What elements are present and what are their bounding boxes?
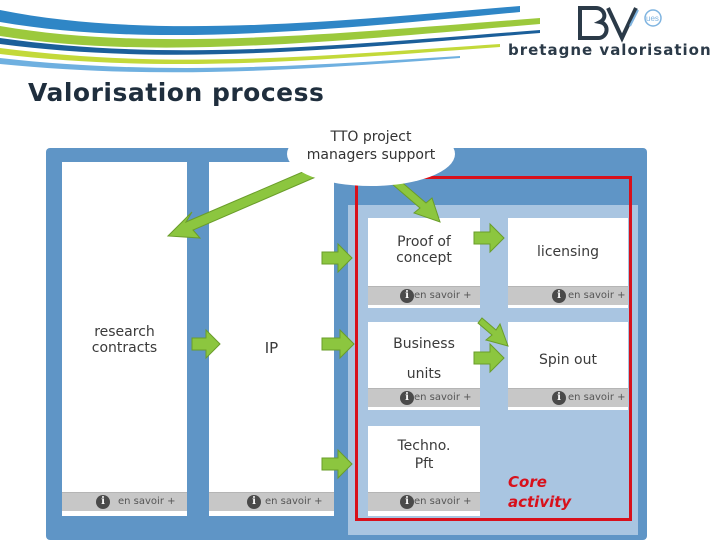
box-spin-out: Spin out i en savoir + [508,322,628,410]
business-label: Business [393,336,455,352]
research-contracts-label: research contracts [91,324,158,356]
info-icon[interactable]: i [96,495,110,509]
pft-label: Pft [414,456,434,472]
ip-label: IP [264,339,279,357]
en-savoir-plus-link[interactable]: en savoir + [265,496,323,507]
info-icon[interactable]: i [552,391,566,405]
box-techno-pft: Techno. Pft i en savoir + [368,426,480,516]
box-proof-of-concept: Proof of concept i en savoir + [368,218,480,308]
en-savoir-plus-link[interactable]: en savoir + [414,496,472,507]
en-savoir-plus-link[interactable]: en savoir + [414,392,472,403]
en-savoir-plus-link[interactable]: en savoir + [118,496,176,507]
techno-footer: i en savoir + [368,492,480,511]
proof-footer: i en savoir + [368,286,480,305]
techno-label: Techno. [397,438,451,454]
column-research-contracts: research contracts i en savoir + [62,162,187,516]
spinout-footer: i en savoir + [508,388,628,407]
licensing-footer: i en savoir + [508,286,628,305]
bretagne-valorisation-logo: ues [578,6,662,43]
activity-label: activity [508,493,572,511]
logo-wordmark: bretagne valorisation [508,41,712,59]
tto-support-bubble [287,122,455,186]
core-label: Core [508,473,547,491]
logo-superscript: ues [646,14,659,23]
column1-footer: i en savoir + [62,492,187,511]
proof-of-concept-label: Proof of concept [396,234,452,266]
en-savoir-plus-link[interactable]: en savoir + [568,392,626,403]
info-icon[interactable]: i [400,289,414,303]
core-activity-label: Core activity [508,472,571,512]
info-icon[interactable]: i [400,495,414,509]
spin-out-label: Spin out [539,352,597,368]
licensing-label: licensing [537,244,599,260]
tto-support-text: TTO project managers support [306,129,436,163]
core-activity-highlight [355,176,632,521]
column-ip: IP i en savoir + [209,162,334,516]
box-licensing: licensing i en savoir + [508,218,628,308]
info-icon[interactable]: i [400,391,414,405]
en-savoir-plus-link[interactable]: en savoir + [414,290,472,301]
header-swoosh-decoration [0,6,540,73]
en-savoir-plus-link[interactable]: en savoir + [568,290,626,301]
column2-footer: i en savoir + [209,492,334,511]
info-icon[interactable]: i [247,495,261,509]
info-icon[interactable]: i [552,289,566,303]
units-label: units [406,366,442,382]
box-business-units: Business units i en savoir + [368,322,480,410]
page-title: Valorisation process [28,78,325,107]
business-footer: i en savoir + [368,388,480,407]
